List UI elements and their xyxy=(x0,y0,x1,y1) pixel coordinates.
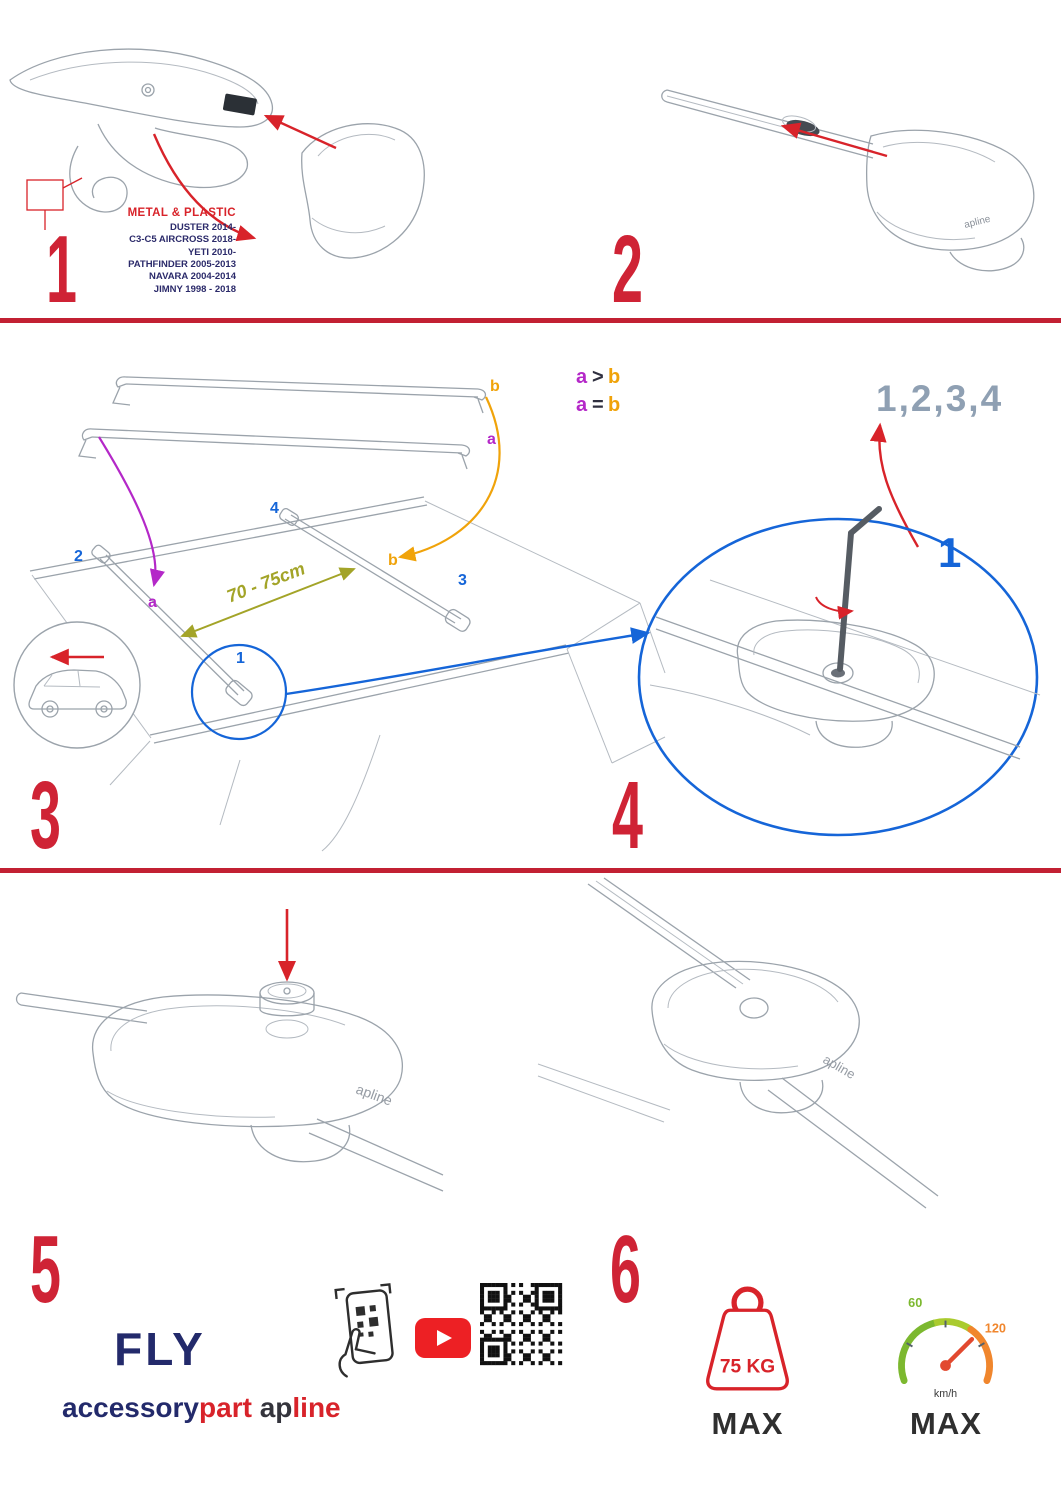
rail-lower xyxy=(767,1077,939,1209)
compatibility-spec: METAL & PLASTIC DUSTER 2014- C3-C5 AIRCR… xyxy=(88,207,236,296)
allen-key xyxy=(837,506,882,672)
sequence-arrow xyxy=(869,422,920,548)
distance-arrow xyxy=(180,567,356,638)
weight-max-label: MAX xyxy=(711,1406,784,1441)
scan-phone-icon xyxy=(334,1283,394,1378)
clamp-pad: apline xyxy=(651,960,860,1114)
crossbar-upper xyxy=(587,877,751,989)
callout-bracket xyxy=(26,177,83,230)
rule-eq-a: a xyxy=(576,394,588,416)
cover-piece-drawing xyxy=(301,123,425,259)
mounted-rear-bar xyxy=(279,508,471,632)
step4-illustration: 1,2,3,4 1 xyxy=(637,378,1041,837)
arrow-bar-a xyxy=(98,436,165,588)
rule-eq-op: = xyxy=(592,394,604,416)
brand-line: line xyxy=(292,1392,341,1423)
qr-code xyxy=(480,1283,563,1366)
step3-illustration: b a a > b a = b xyxy=(13,366,666,852)
clamp-body-drawing: apline xyxy=(865,129,1035,272)
crossbar-drawing xyxy=(661,89,874,159)
step6-illustration: apline xyxy=(537,877,939,1209)
speed-low-label: 60 xyxy=(908,1295,922,1310)
section-divider-top xyxy=(0,318,1061,323)
section-divider-bottom xyxy=(0,868,1061,873)
model-item: C3-C5 AIRCROSS 2018- xyxy=(129,234,236,246)
step-number-1: 1 xyxy=(46,216,77,323)
step-number-2: 2 xyxy=(612,216,643,323)
label-b: b xyxy=(388,552,398,569)
rotate-arrow xyxy=(815,596,854,620)
product-name: FLY xyxy=(114,1323,206,1375)
rail-lines xyxy=(649,579,1041,760)
bar-label-a: a xyxy=(487,431,496,448)
knob xyxy=(259,981,315,1039)
rule-gt-a: a xyxy=(576,366,588,388)
loose-bar-b xyxy=(112,376,487,414)
model-item: DUSTER 2014- xyxy=(170,222,236,233)
model-item: JIMNY 1998 - 2018 xyxy=(153,283,236,295)
label-2: 2 xyxy=(74,548,83,565)
model-item: NAVARA 2004-2014 xyxy=(149,271,236,283)
loose-bar-a xyxy=(78,428,471,470)
brand-wordmark: accessorypart apline xyxy=(62,1392,341,1424)
rule-eq-b: b xyxy=(608,394,620,416)
arrow-to-plate xyxy=(263,114,337,150)
step2-illustration: apline xyxy=(661,89,1035,272)
youtube-icon xyxy=(415,1318,471,1358)
step-number-3: 3 xyxy=(30,762,61,869)
brand-part: part xyxy=(199,1392,252,1423)
step1-illustration xyxy=(9,48,425,259)
roof-position-labels: 2 4 b 3 a 1 xyxy=(74,500,467,667)
step-number-5: 5 xyxy=(30,1216,61,1323)
clamp-detail xyxy=(736,619,935,748)
max-weight-icon: 75 KG xyxy=(706,1286,789,1391)
brand-plate-dark xyxy=(222,93,257,116)
brand-accessory: accessory xyxy=(62,1392,200,1423)
step-number-4: 4 xyxy=(612,762,643,869)
label-4: 4 xyxy=(270,500,279,517)
brand-ap: ap xyxy=(259,1392,293,1423)
step-number-6: 6 xyxy=(610,1216,641,1323)
distance-label: 70 - 75cm xyxy=(224,558,308,606)
brand-label: apline xyxy=(354,1081,395,1109)
label-a: a xyxy=(148,594,157,611)
speedometer-needle xyxy=(943,1336,975,1368)
clamp-drawing xyxy=(9,48,274,213)
arrow-bar-b xyxy=(397,396,501,562)
car-direction-inset xyxy=(13,621,141,749)
speed-high-label: 120 xyxy=(985,1320,1006,1335)
rule-gt-op: > xyxy=(592,366,604,388)
zoom-arrow-blue xyxy=(285,627,651,696)
model-item: PATHFINDER 2005-2013 xyxy=(128,259,236,271)
speed-unit-label: km/h xyxy=(934,1388,957,1400)
highlight-circle xyxy=(190,643,288,741)
step5-illustration: apline xyxy=(15,909,444,1192)
bar-label-b: b xyxy=(490,378,500,395)
rule-gt-b: b xyxy=(608,366,620,388)
first-position-label: 1 xyxy=(938,529,961,576)
tighten-sequence: 1,2,3,4 xyxy=(876,378,1003,419)
label-3: 3 xyxy=(458,572,467,589)
mounted-front-bar xyxy=(91,544,253,707)
bar-left xyxy=(15,992,148,1024)
speed-max-label: MAX xyxy=(910,1406,982,1441)
roof-rail-left xyxy=(537,1063,671,1123)
material-title: METAL & PLASTIC xyxy=(127,207,236,219)
label-1: 1 xyxy=(236,650,245,667)
rail-right xyxy=(308,1118,444,1192)
arrow-insert xyxy=(780,122,888,158)
brand-label: apline xyxy=(963,214,992,231)
zoom-ellipse xyxy=(637,517,1039,837)
size-rules: a > b a = b xyxy=(576,366,620,416)
brand-label: apline xyxy=(821,1052,859,1082)
model-item: YETI 2010- xyxy=(187,246,236,258)
max-weight-value: 75 KG xyxy=(720,1357,775,1378)
max-speed-icon: 60 120 km/h xyxy=(898,1295,1006,1400)
arrow-curved xyxy=(152,133,257,242)
